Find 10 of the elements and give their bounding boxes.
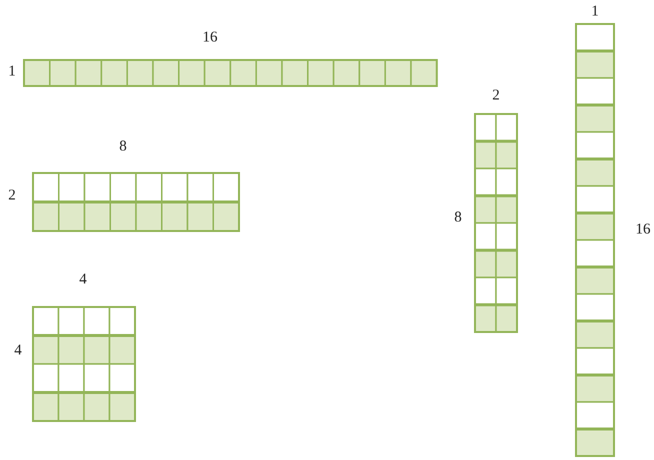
column-count-label: 8	[119, 140, 127, 154]
column-count-label: 1	[591, 4, 599, 20]
column-count-label: 4	[79, 272, 87, 288]
row-count-label: 8	[454, 210, 462, 226]
row-count-label: 2	[8, 188, 16, 204]
row-count-label: 16	[636, 222, 650, 238]
column-count-label: 2	[492, 88, 500, 104]
column-count-label: 16	[202, 30, 218, 46]
row-count-label: 4	[14, 344, 22, 358]
row-count-label: 1	[8, 64, 16, 80]
